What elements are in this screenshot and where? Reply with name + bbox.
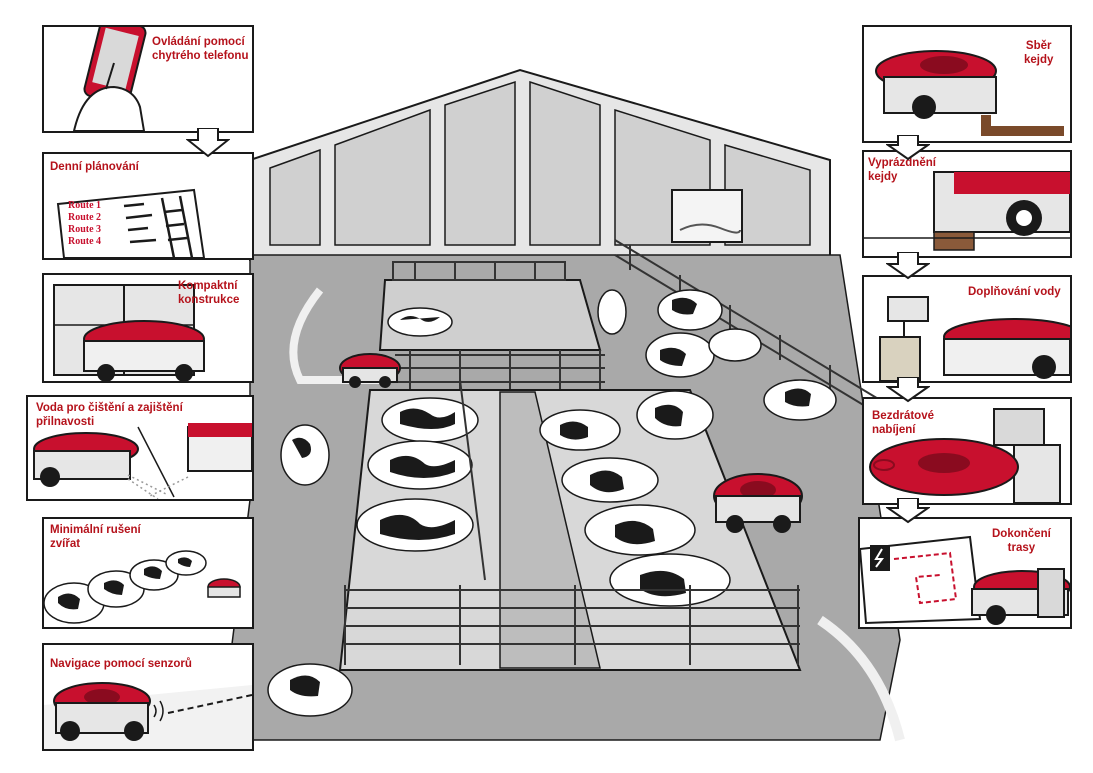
route-label: Route 3 — [68, 224, 102, 235]
label-line1: Ovládání pomocí — [152, 36, 245, 48]
barn-back-wall — [249, 68, 831, 261]
smartphone-icon — [72, 27, 147, 131]
panel-manure-emptying: Vyprázdnění kejdy — [862, 150, 1072, 258]
cows-icon — [44, 550, 241, 624]
label-line1: Vyprázdnění — [868, 157, 936, 169]
manure-empty-icon — [864, 171, 1070, 251]
panel-label: Doplňování vody — [968, 285, 1061, 299]
label-line2: kejdy — [1024, 54, 1054, 66]
label-line1: Minimální rušení — [50, 524, 141, 536]
panel-label: Kompaktní konstrukce — [178, 279, 239, 307]
barn-robot-2 — [713, 473, 803, 533]
route-labels: Route 1 Route 2 Route 3 Route 4 — [68, 200, 101, 248]
panel-wireless-charging: Bezdrátové nabíjení — [862, 397, 1072, 505]
water-spray-icon — [33, 423, 252, 499]
panel-label: Minimální rušení zvířat — [50, 523, 141, 551]
barn-robot-1 — [339, 353, 401, 388]
panel-compact-design: Kompaktní konstrukce — [42, 273, 254, 383]
label-line2: přilnavosti — [36, 416, 95, 428]
charging-icon — [869, 408, 1061, 503]
label-line2: konstrukce — [178, 294, 240, 306]
arrow-down-icon — [886, 252, 930, 280]
manure-collect-icon — [875, 50, 1064, 136]
label-line1: Dokončení — [992, 528, 1051, 540]
label-line2: zvířat — [50, 538, 81, 550]
floor-path — [289, 287, 380, 384]
panel-sensor-navigation: Navigace pomocí senzorů — [42, 643, 254, 751]
label-line2: nabíjení — [872, 424, 916, 436]
panel-label: Voda pro čištění a zajištění přilnavosti — [36, 401, 183, 429]
panel-label: Bezdrátové nabíjení — [872, 409, 934, 437]
compact-robot-icon — [53, 284, 205, 381]
label-line2: chytrého telefonu — [152, 50, 249, 62]
panel-label: Vyprázdnění kejdy — [868, 156, 936, 184]
panel-daily-planning: Denní plánování Route 1 Route 2 Route 3 … — [42, 152, 254, 260]
panel-route-completion: Dokončení trasy — [858, 517, 1072, 629]
label-line1: Doplňování vody — [968, 286, 1061, 298]
route-label: Route 4 — [68, 236, 102, 247]
panel-label: Sběr kejdy — [1024, 39, 1053, 67]
label-line1: Sběr — [1025, 40, 1052, 52]
label-line2: trasy — [1007, 542, 1036, 554]
main-stalls — [338, 379, 802, 671]
route-label: Route 2 — [68, 212, 102, 223]
panel-label: Denní plánování — [50, 160, 139, 174]
panel-minimal-disturbance: Minimální rušení zvířat — [42, 517, 254, 629]
route-list-icon — [56, 188, 206, 258]
label-line1: Voda pro čištění a zajištění — [36, 402, 183, 414]
arrow-down-icon — [886, 377, 930, 403]
water-refill-icon — [879, 296, 1070, 381]
label-line1: Kompaktní — [178, 280, 238, 292]
panel-smartphone-control: Ovládání pomocí chytrého telefonu — [42, 25, 254, 133]
sensor-icon — [44, 682, 252, 749]
arrow-down-icon — [886, 135, 930, 161]
label-line1: Navigace pomocí senzorů — [50, 658, 192, 670]
panel-label: Navigace pomocí senzorů — [50, 657, 192, 671]
route-label: Route 1 — [68, 200, 102, 211]
panel-label: Ovládání pomocí chytrého telefonu — [152, 35, 248, 63]
arrow-down-icon — [886, 498, 930, 524]
panel-water-cleaning: Voda pro čištění a zajištění přilnavosti — [26, 395, 254, 501]
standing-cows — [267, 289, 837, 717]
panel-label: Dokončení trasy — [992, 527, 1051, 555]
route-complete-icon — [860, 535, 1070, 625]
label-line2: kejdy — [868, 171, 898, 183]
label-line1: Bezdrátové — [872, 410, 934, 422]
panel-water-refill: Doplňování vody — [862, 275, 1072, 383]
label-line1: Denní plánování — [50, 161, 139, 173]
panel-manure-collection: Sběr kejdy — [862, 25, 1072, 143]
arrow-down-icon — [186, 128, 230, 158]
